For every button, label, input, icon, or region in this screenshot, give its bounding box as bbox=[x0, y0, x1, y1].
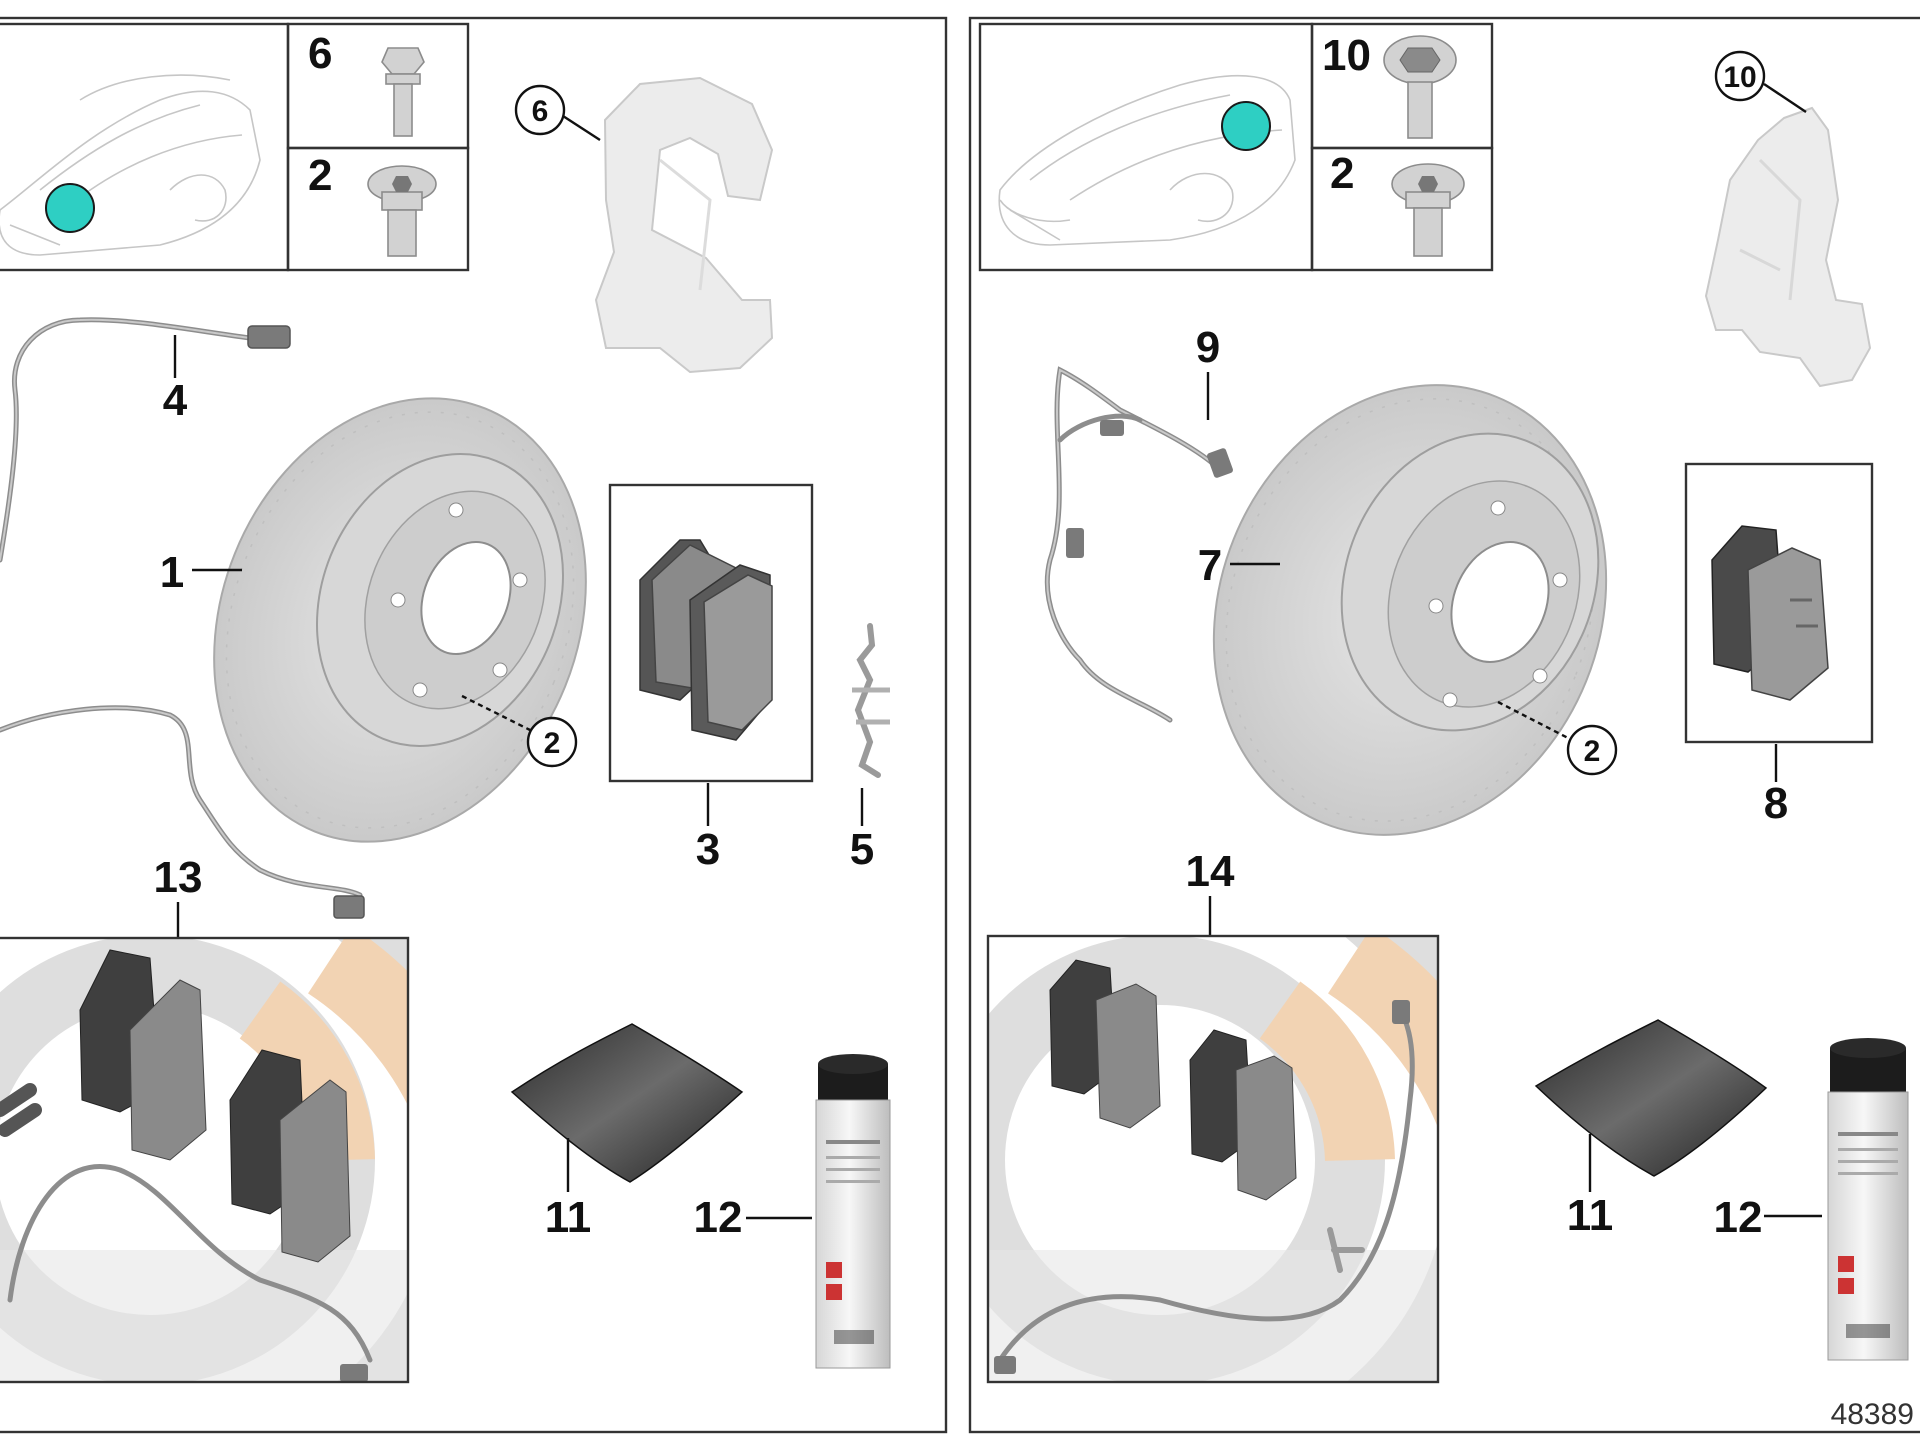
label-11-right: 11 bbox=[1567, 1191, 1614, 1240]
left-kit-box bbox=[0, 936, 410, 1384]
label-3: 3 bbox=[696, 825, 720, 874]
kit-pads-icon bbox=[0, 949, 373, 1382]
right-kit-box bbox=[986, 934, 1440, 1384]
caliper-carrier-icon bbox=[594, 76, 774, 374]
label-10-box: 10 bbox=[1322, 31, 1371, 80]
plug-bolt-icon bbox=[367, 165, 437, 257]
grease-sachet-icon bbox=[510, 1023, 744, 1183]
wear-sensor-cable-icon bbox=[0, 317, 365, 919]
left-car-box bbox=[0, 22, 290, 272]
brake-disc-icon bbox=[213, 397, 587, 843]
label-4: 4 bbox=[163, 376, 188, 425]
left-bolt-box-2 bbox=[286, 146, 470, 272]
label-1: 1 bbox=[160, 548, 184, 597]
car-outline-icon bbox=[0, 74, 261, 256]
left-panel: 6 2 6 4 bbox=[0, 16, 948, 1434]
caliper-carrier-icon bbox=[1704, 106, 1872, 388]
callout-2-circle-left bbox=[526, 716, 578, 768]
right-panel-frame bbox=[968, 16, 1920, 1434]
brake-pad-icon bbox=[639, 539, 773, 741]
bolt-icon bbox=[1383, 35, 1457, 139]
left-panel-frame bbox=[0, 16, 948, 1434]
label-5: 5 bbox=[850, 825, 874, 874]
anti-rattle-clip-icon bbox=[852, 623, 890, 778]
plug-bolt-icon bbox=[1391, 163, 1465, 257]
label-2-box: 2 bbox=[308, 151, 332, 200]
reference-number: 48389 bbox=[1831, 1398, 1914, 1431]
brand-arcs-icon bbox=[988, 936, 1438, 1382]
callout-10-circle bbox=[1714, 50, 1766, 102]
spray-can-icon bbox=[815, 1054, 891, 1369]
right-locator-dot bbox=[1221, 101, 1271, 151]
left-locator-dot bbox=[45, 183, 95, 233]
grease-sachet-icon bbox=[1534, 1019, 1768, 1177]
brake-disc-icon bbox=[1212, 384, 1608, 836]
callout-2-circle-right bbox=[1566, 724, 1618, 776]
spray-can-icon bbox=[1827, 1038, 1909, 1361]
callout-10: 10 bbox=[1723, 61, 1756, 94]
bolt-icon bbox=[381, 47, 425, 137]
label-12-right: 12 bbox=[1714, 1193, 1763, 1242]
wear-sensor-cable-icon bbox=[1044, 366, 1233, 723]
right-pads-box bbox=[1684, 462, 1874, 744]
kit-pads-icon bbox=[994, 959, 1415, 1374]
callout-6: 6 bbox=[532, 95, 549, 128]
callout-2-right: 2 bbox=[1584, 735, 1601, 768]
label-9: 9 bbox=[1196, 323, 1220, 372]
car-outline-icon bbox=[998, 74, 1296, 246]
label-11-left: 11 bbox=[545, 1193, 592, 1242]
right-panel: 10 2 10 9 bbox=[968, 16, 1920, 1434]
label-7: 7 bbox=[1198, 541, 1222, 590]
label-12-left: 12 bbox=[694, 1193, 743, 1242]
callout-2-left: 2 bbox=[544, 727, 561, 760]
label-13: 13 bbox=[154, 853, 203, 902]
label-14: 14 bbox=[1186, 847, 1235, 896]
left-pads-box bbox=[608, 483, 814, 783]
callout-6-circle bbox=[514, 84, 566, 136]
label-6-box: 6 bbox=[308, 29, 332, 78]
label-2-box-right: 2 bbox=[1330, 149, 1354, 198]
right-car-box bbox=[978, 22, 1314, 272]
label-8: 8 bbox=[1764, 779, 1788, 828]
brake-pad-icon bbox=[1711, 525, 1829, 701]
right-bolt-box-2 bbox=[1310, 146, 1494, 272]
